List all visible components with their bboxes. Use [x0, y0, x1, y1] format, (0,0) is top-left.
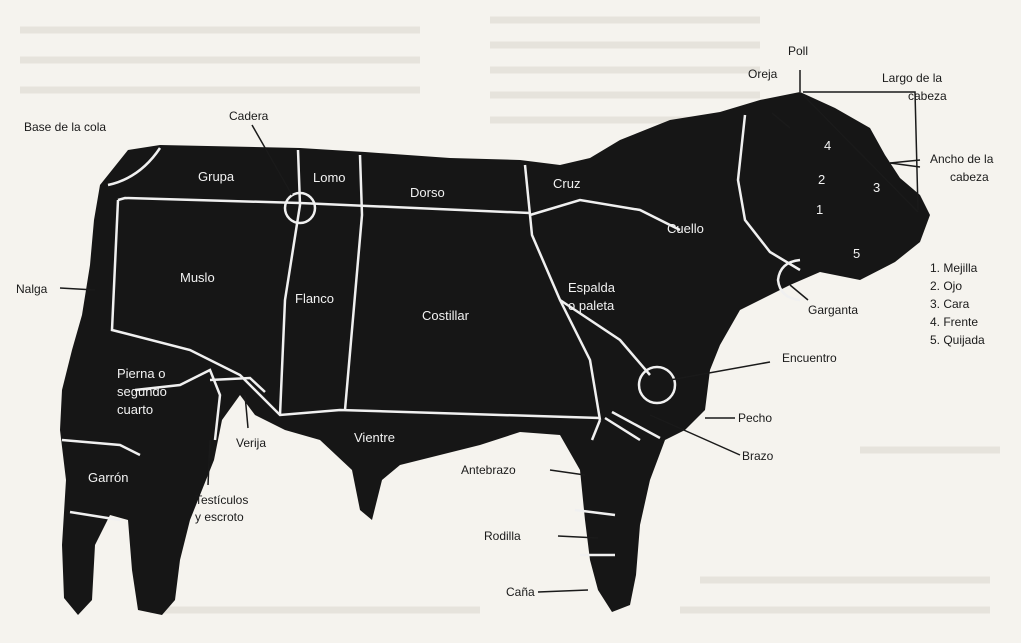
- legend-item-ojo: 2. Ojo: [930, 279, 962, 293]
- callout-ancho-2: cabeza: [950, 170, 989, 184]
- callout-oreja: Oreja: [748, 67, 778, 81]
- callout-antebrazo: Antebrazo: [461, 463, 516, 477]
- legend-item-mejilla: 1. Mejilla: [930, 261, 978, 275]
- callout-garganta: Garganta: [808, 303, 858, 317]
- callout-rodilla: Rodilla: [484, 529, 521, 543]
- label-head-2: 2: [818, 172, 825, 187]
- callout-cadera: Cadera: [229, 109, 269, 123]
- label-cruz: Cruz: [553, 176, 580, 191]
- head-legend: 1. Mejilla 2. Ojo 3. Cara 4. Frente 5. Q…: [930, 261, 985, 347]
- label-pierna-2: segundo: [117, 384, 167, 399]
- label-vientre: Vientre: [354, 430, 395, 445]
- label-head-3: 3: [873, 180, 880, 195]
- callout-pecho: Pecho: [738, 411, 772, 425]
- label-head-5: 5: [853, 246, 860, 261]
- label-dorso: Dorso: [410, 185, 445, 200]
- label-head-4: 4: [824, 138, 831, 153]
- callout-base-cola: Base de la cola: [24, 120, 106, 134]
- callout-largo-1: Largo de la: [882, 71, 942, 85]
- callout-verija: Verija: [236, 436, 266, 450]
- label-garron: Garrón: [88, 470, 128, 485]
- label-costillar: Costillar: [422, 308, 470, 323]
- label-pierna-1: Pierna o: [117, 366, 165, 381]
- label-lomo: Lomo: [313, 170, 346, 185]
- callout-testiculos-1: Testículos: [195, 493, 248, 507]
- label-cuello: Cuello: [667, 221, 704, 236]
- legend-item-quijada: 5. Quijada: [930, 333, 985, 347]
- callout-ancho-1: Ancho de la: [930, 152, 994, 166]
- label-head-1: 1: [816, 202, 823, 217]
- callout-encuentro: Encuentro: [782, 351, 837, 365]
- callout-cana: Caña: [506, 585, 535, 599]
- label-flanco: Flanco: [295, 291, 334, 306]
- label-espalda-1: Espalda: [568, 280, 616, 295]
- callout-poll: Poll: [788, 44, 808, 58]
- callout-nalga: Nalga: [16, 282, 48, 296]
- legend-item-frente: 4. Frente: [930, 315, 978, 329]
- label-espalda-2: o paleta: [568, 298, 615, 313]
- label-grupa: Grupa: [198, 169, 235, 184]
- callout-brazo: Brazo: [742, 449, 774, 463]
- callout-testiculos-2: y escroto: [195, 510, 244, 524]
- callout-largo-2: cabeza: [908, 89, 947, 103]
- label-pierna-3: cuarto: [117, 402, 153, 417]
- label-muslo: Muslo: [180, 270, 215, 285]
- legend-item-cara: 3. Cara: [930, 297, 970, 311]
